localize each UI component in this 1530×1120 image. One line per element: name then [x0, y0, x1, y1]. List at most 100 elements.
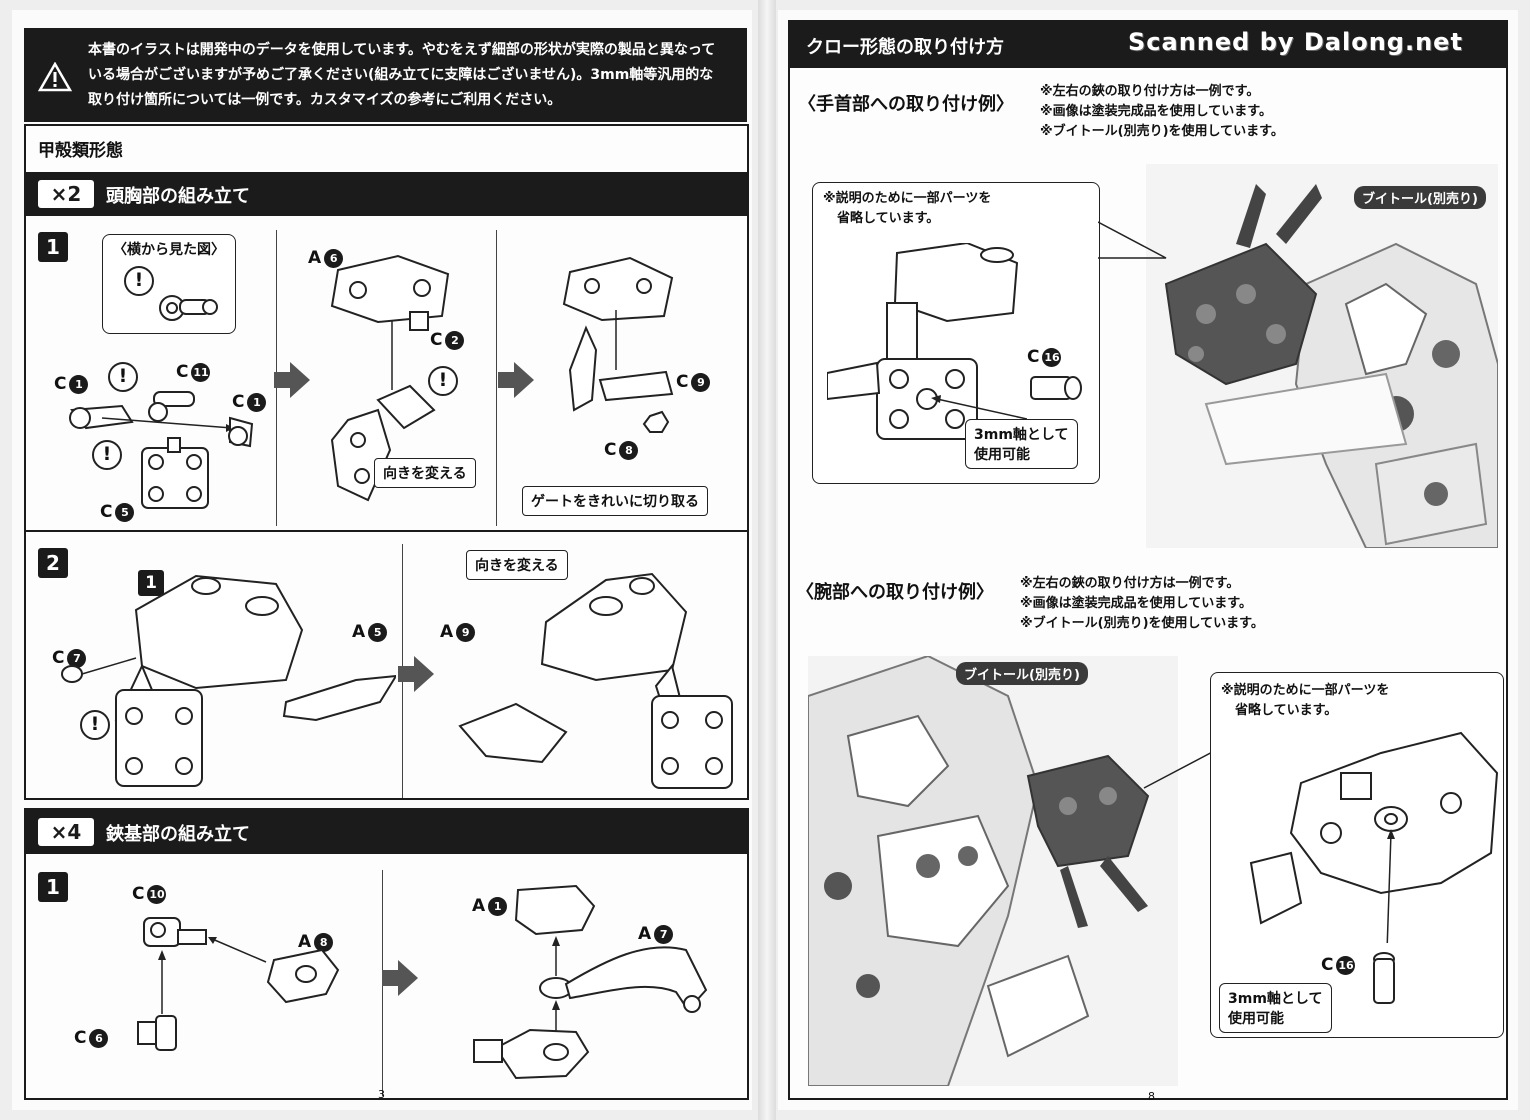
- scissor-base-header: ×4 鋏基部の組み立て: [26, 810, 747, 854]
- claw-form-frame: 〈手首部への取り付け例〉 ※左右の鋏の取り付け方は一例です。 ※画像は塗装完成品…: [788, 68, 1508, 1100]
- scissor-base-assembly-illustration: [473, 884, 708, 1080]
- arm-heading: 〈腕部への取り付け例〉: [796, 582, 994, 603]
- note-line: 省略しています。: [837, 211, 940, 226]
- warning-line: 取り付け箇所については一例です。カスタマイズの参考にご利用ください。: [88, 92, 562, 108]
- attention-icon: !: [92, 440, 122, 470]
- warning-line: いる場合がございますが予めご了承ください(組み立てに支障はございません)。3mm…: [88, 67, 714, 83]
- turn-direction-callout: 向きを変える: [466, 550, 568, 580]
- next-arrow-icon: [382, 960, 418, 996]
- multiplier-badge: ×2: [38, 180, 94, 208]
- vtol-label: ブイトール(別売り): [956, 662, 1088, 685]
- step-number: 1: [38, 232, 68, 262]
- wrist-notes: ※左右の鋏の取り付け方は一例です。 ※画像は塗装完成品を使用しています。 ※ブイ…: [1040, 82, 1284, 142]
- note-line: ※画像は塗装完成品を使用しています。: [1040, 104, 1272, 119]
- assembly-step-illustration: [330, 254, 450, 502]
- axis-usable-callout: 3mm軸として 使用可能: [1219, 983, 1332, 1033]
- page-left: 本書のイラストは開発中のデータを使用しています。やむをえず細部の形状が実際の製品…: [12, 10, 752, 1110]
- head-chest-assembly-illustration: [458, 572, 733, 789]
- axis-note: 使用可能: [1228, 1011, 1284, 1027]
- attention-icon: !: [124, 266, 154, 296]
- inset-pointer: [1098, 221, 1167, 259]
- head-chest-parts-illustration: [69, 391, 254, 509]
- next-arrow-icon: [274, 362, 310, 398]
- turn-direction-callout: 向きを変える: [374, 458, 476, 488]
- axis-note: 3mm軸として: [1228, 991, 1323, 1007]
- axis-pin-illustration: [1030, 376, 1082, 400]
- note-line: ※説明のために一部パーツを: [1221, 683, 1390, 698]
- scan-watermark: Scanned by Dalong.net: [1128, 28, 1463, 56]
- step-divider: [26, 530, 747, 532]
- vtol-label: ブイトール(別売り): [1354, 186, 1486, 209]
- warning-triangle-icon: [38, 62, 72, 92]
- arm-notes: ※左右の鋏の取り付け方は一例です。 ※画像は塗装完成品を使用しています。 ※ブイ…: [1020, 574, 1264, 634]
- wrist-attachment-photo: [1146, 164, 1498, 548]
- next-arrow-icon: [398, 656, 434, 692]
- scissor-base-title: 鋏基部の組み立て: [106, 824, 250, 845]
- book-gutter: [758, 0, 776, 1120]
- gate-trim-callout: ゲートをきれいに切り取る: [522, 486, 708, 516]
- step-number: 1: [38, 872, 68, 902]
- multiplier-badge: ×4: [38, 818, 94, 846]
- head-chest-header: ×2 頭胸部の組み立て: [26, 172, 747, 216]
- claw-form-header: クロー形態の取り付け方 Scanned by Dalong.net: [788, 20, 1508, 68]
- attention-icon: !: [108, 362, 138, 392]
- inset-note: ※説明のために一部パーツを 省略しています。: [1221, 681, 1389, 721]
- section-title: 甲殻類形態: [38, 141, 123, 161]
- axis-note: 3mm軸として: [974, 427, 1069, 443]
- note-line: ※説明のために一部パーツを: [823, 191, 992, 206]
- note-line: ※左右の鋏の取り付け方は一例です。: [1040, 84, 1260, 99]
- side-view-label: 〈横から見た図〉: [113, 242, 225, 258]
- attention-icon: !: [80, 710, 110, 740]
- page-number: 8: [1148, 1090, 1155, 1103]
- head-chest-title: 頭胸部の組み立て: [106, 186, 250, 207]
- note-line: ※ブイトール(別売り)を使用しています。: [1020, 616, 1264, 631]
- note-line: ※ブイトール(別売り)を使用しています。: [1040, 124, 1284, 139]
- head-chest-assembly-illustration: [61, 574, 396, 787]
- robot-photo-illustration: [1146, 164, 1498, 548]
- arm-detail-illustration: [1249, 731, 1499, 943]
- step-ref-badge: 1: [138, 570, 164, 596]
- axis-usable-callout: 3mm軸として 使用可能: [965, 419, 1078, 469]
- robot-photo-illustration: [808, 656, 1178, 1086]
- warning-text: 本書のイラストは開発中のデータを使用しています。やむをえず細部の形状が実際の製品…: [88, 38, 738, 113]
- wrist-detail-illustration: [827, 243, 1027, 440]
- arm-attachment-photo: [808, 656, 1178, 1086]
- claw-form-title: クロー形態の取り付け方: [806, 37, 1004, 58]
- side-view-part-illustration: [159, 295, 218, 321]
- note-line: 省略しています。: [1235, 703, 1338, 718]
- assembly-step-illustration: [562, 256, 674, 433]
- scissor-base-parts-illustration: [137, 917, 340, 1051]
- attention-icon: !: [428, 366, 458, 396]
- wrist-heading: 〈手首部への取り付け例〉: [798, 94, 1014, 115]
- warning-box: 本書のイラストは開発中のデータを使用しています。やむをえず細部の形状が実際の製品…: [24, 28, 747, 122]
- inset-note: ※説明のために一部パーツを 省略しています。: [823, 189, 991, 229]
- warning-line: 本書のイラストは開発中のデータを使用しています。やむをえず細部の形状が実際の製品…: [88, 42, 716, 58]
- next-arrow-icon: [498, 362, 534, 398]
- note-line: ※画像は塗装完成品を使用しています。: [1020, 596, 1252, 611]
- column-divider: [496, 230, 497, 526]
- axis-note: 使用可能: [974, 447, 1030, 463]
- page-right: クロー形態の取り付け方 Scanned by Dalong.net 〈手首部への…: [778, 10, 1518, 1110]
